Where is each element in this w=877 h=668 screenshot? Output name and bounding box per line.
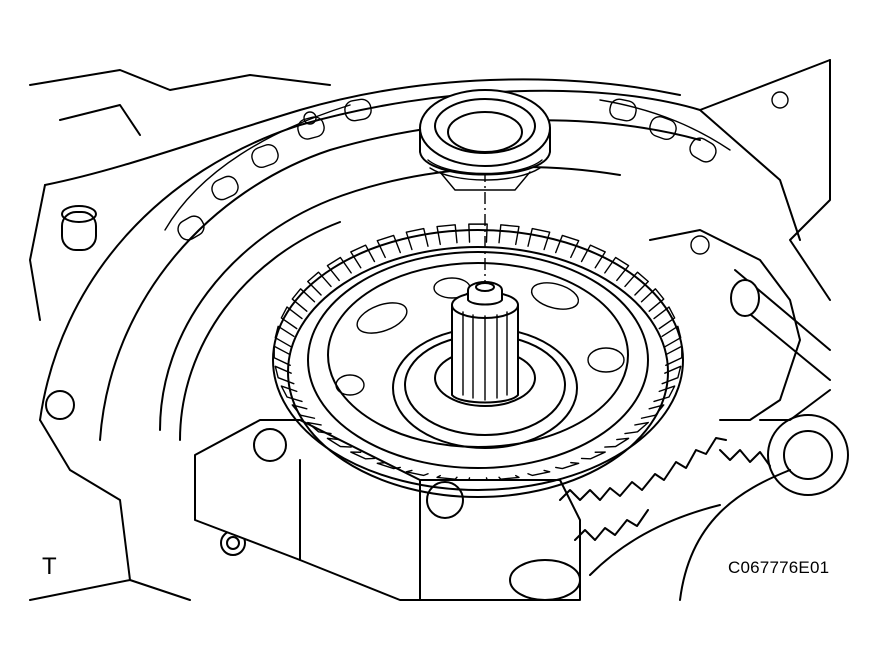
hub-tooth <box>604 437 630 448</box>
hub-tooth <box>436 224 458 246</box>
hub-tooth <box>604 256 630 282</box>
transmission-case <box>29 59 831 601</box>
hub-tooth <box>640 404 665 419</box>
hub-tooth <box>326 437 352 448</box>
hub-tooth <box>555 234 580 259</box>
hub-tooth <box>307 421 332 435</box>
hub-tooth <box>405 469 429 477</box>
hub-tooth <box>527 469 551 477</box>
hub-tooth <box>498 224 520 246</box>
hub-tooth <box>273 345 291 367</box>
hub-tooth <box>580 244 606 269</box>
lower-cover <box>194 419 581 601</box>
hub-tooth <box>405 227 429 251</box>
view-code-label: T <box>42 553 57 580</box>
hub-tooth <box>555 461 580 470</box>
hub-tooth <box>580 451 606 460</box>
hub-tooth <box>280 306 303 330</box>
thrust-bearing <box>419 89 551 191</box>
hub-tooth <box>640 288 665 312</box>
hub-tooth <box>274 325 295 348</box>
hub-tooth <box>653 385 676 403</box>
hub-tooth <box>280 385 303 403</box>
hub-tooth <box>376 461 401 470</box>
right-housing <box>649 229 849 496</box>
hub-tooth <box>350 244 376 269</box>
hub-tooth <box>376 234 401 259</box>
hub-tooth <box>661 325 682 348</box>
hub-tooth <box>498 474 520 480</box>
hub-tooth <box>468 477 488 481</box>
hub-tooth <box>326 256 352 282</box>
hub-tooth <box>291 288 316 312</box>
clutch-hub-outer <box>272 223 684 498</box>
hub-tooth <box>527 227 551 251</box>
input-shaft <box>451 281 519 404</box>
hub-tooth <box>661 365 682 385</box>
hub-tooth <box>436 474 458 480</box>
hub-tooth <box>350 451 376 460</box>
figure-code-label: C067776E01 <box>728 558 830 577</box>
hub-tooth <box>653 306 676 330</box>
hub-tooth <box>274 365 295 385</box>
hub-tooth <box>307 271 332 296</box>
hub-tooth <box>624 271 649 296</box>
hub-tooth <box>468 223 488 243</box>
case-bolt-ring <box>164 91 789 255</box>
hub-tooth <box>665 345 683 367</box>
hub-tooth <box>291 404 316 419</box>
hub-tooth <box>624 421 649 435</box>
planetary-gear-teeth <box>559 437 791 601</box>
